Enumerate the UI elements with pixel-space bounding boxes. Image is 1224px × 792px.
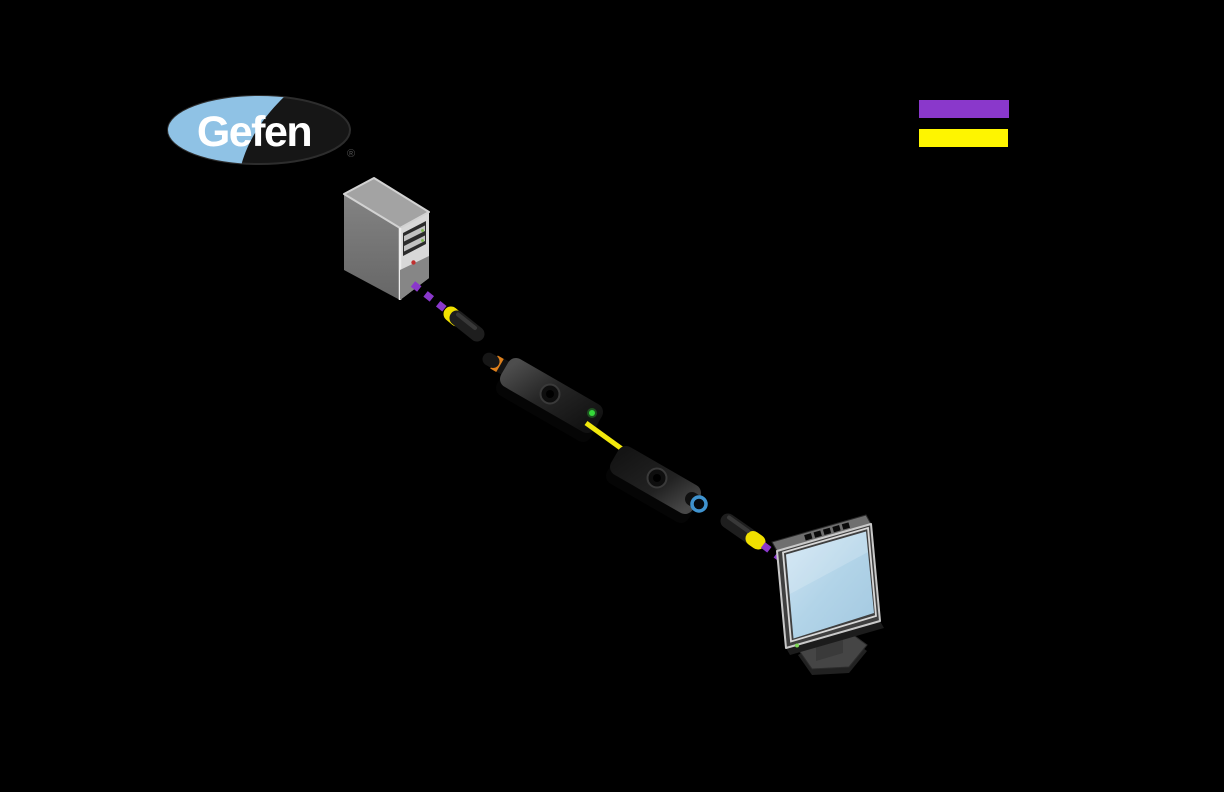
dongle-body	[449, 310, 485, 342]
dongle-fiber-cap	[745, 531, 766, 550]
drive-led-1	[421, 229, 424, 232]
monitor-screen-sheen	[786, 531, 868, 594]
registered-mark: ®	[347, 148, 355, 160]
tower-top	[343, 177, 430, 229]
fiber-dongle-display	[718, 513, 766, 552]
dvi-dashed-cable-display	[760, 542, 791, 567]
fiber-extender-receiver	[606, 446, 708, 523]
dongle-highlight	[456, 312, 477, 330]
computer-tower	[343, 177, 430, 300]
gefen-logo: Gefen ®	[167, 95, 355, 165]
logo-swoosh	[168, 96, 286, 164]
sender-emblem-center	[546, 390, 554, 398]
monitor-frame-bottom	[786, 621, 884, 655]
tower-lower-front	[400, 256, 429, 300]
fiber-dongle-source	[443, 306, 485, 346]
legend-swatch-yellow	[919, 129, 1008, 147]
dongle-highlight	[727, 515, 750, 533]
receiver-emblem-center	[653, 474, 661, 482]
monitor	[771, 514, 884, 675]
monitor-vents	[804, 522, 851, 541]
fiber-optic-cable	[584, 420, 624, 452]
drive-led-2	[421, 239, 424, 242]
gefen-logo-text: Gefen	[197, 108, 311, 156]
monitor-bezel-line	[782, 526, 877, 643]
tower-power-button	[411, 260, 416, 265]
optical-drive-1	[404, 225, 425, 242]
dvi-dashed-cable-source	[410, 281, 449, 313]
monitor-screen	[786, 531, 874, 639]
monitor-power-led	[795, 643, 799, 648]
sender-connector-tip	[482, 352, 500, 368]
receiver-output-connector	[690, 495, 708, 513]
optical-drive-2	[404, 235, 425, 252]
legend	[919, 100, 1009, 147]
sender-status-led	[589, 410, 595, 416]
legend-swatch-purple	[919, 100, 1009, 118]
